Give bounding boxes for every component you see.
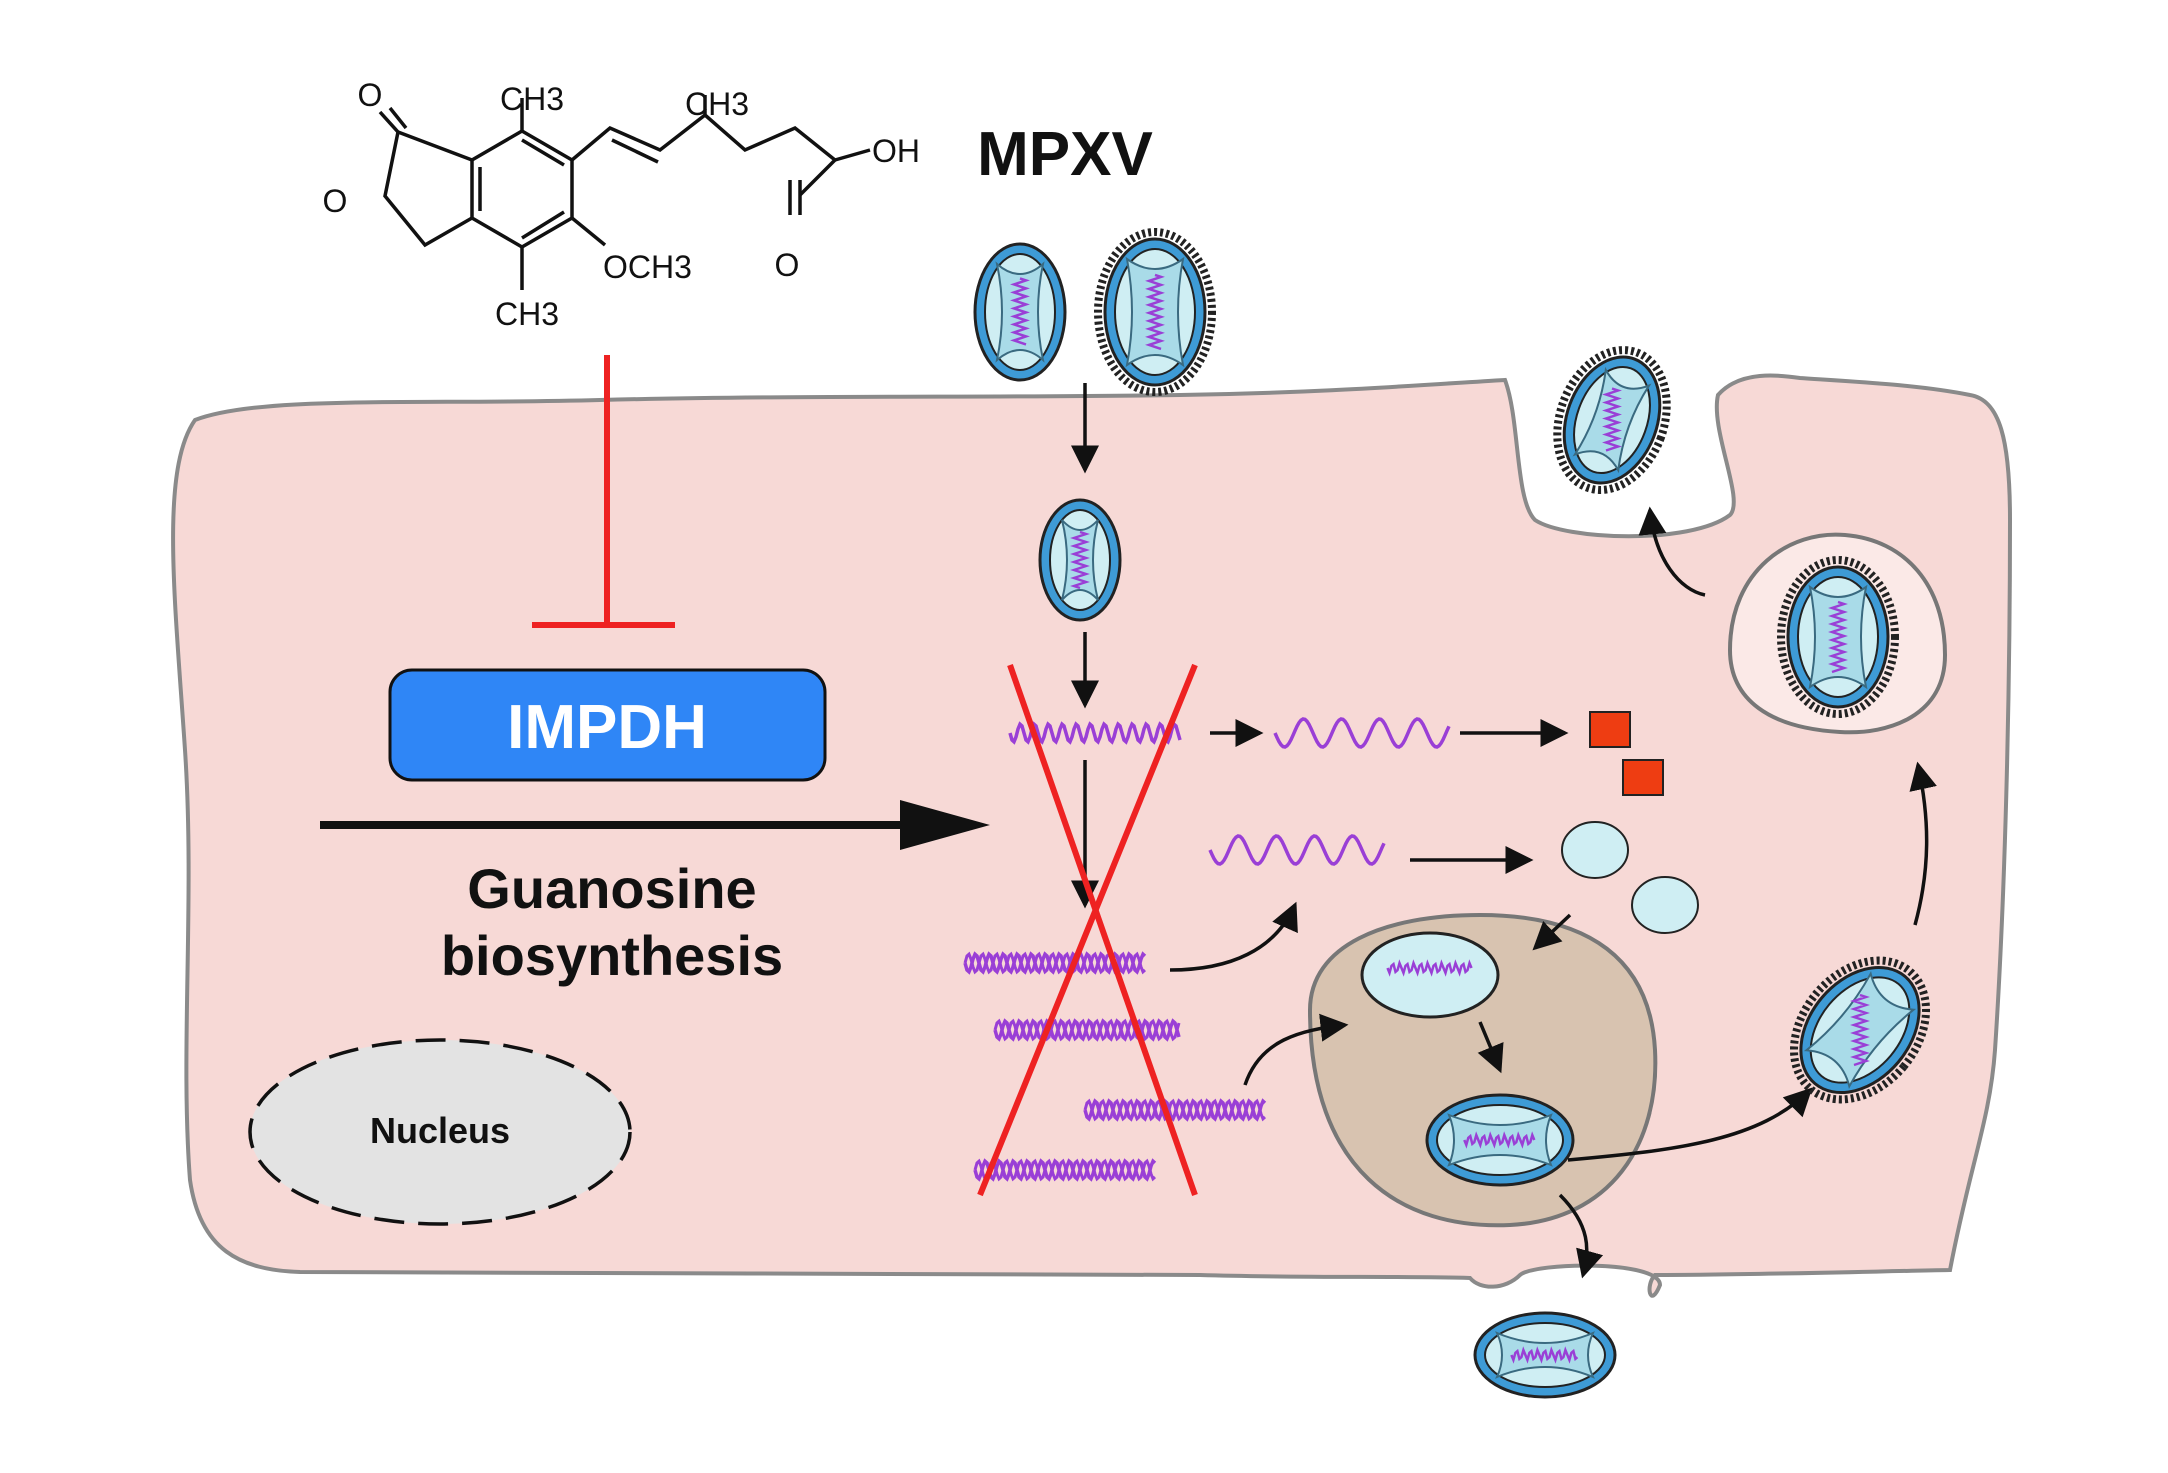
viral-genome-rna xyxy=(1008,721,1182,745)
pathway-arrow-head xyxy=(900,800,990,850)
chem-label-ch3-bottom: CH3 xyxy=(495,296,559,332)
replicated-genome-3 xyxy=(1083,1098,1267,1122)
nucleus xyxy=(248,1038,632,1226)
incoming-virion-2-genome xyxy=(1145,273,1165,351)
egress-arrow-1 xyxy=(1567,1087,1813,1162)
impdh-box xyxy=(388,668,827,782)
mrna-1 xyxy=(1273,717,1451,749)
released-virion-genome xyxy=(1510,1346,1579,1364)
protein-circle-1 xyxy=(1561,821,1629,879)
vesicle-virion-genome xyxy=(1828,600,1848,674)
vesicle-virion-spikes xyxy=(1777,556,1899,718)
incoming-virion-2-spikes xyxy=(1094,228,1216,396)
replicated-genome-2-strand2 xyxy=(993,1018,1181,1042)
maturation-arrow xyxy=(1477,1021,1504,1074)
nucleus-label: Nucleus xyxy=(370,1110,510,1151)
exiting-virion-genome xyxy=(1602,387,1622,452)
chem-label-carbonyl-o: O xyxy=(358,77,383,113)
protein-square-1 xyxy=(1589,711,1631,748)
egress-arrow-2 xyxy=(1558,1193,1604,1279)
released-virion-core xyxy=(1495,1331,1595,1379)
mature-virion-genome xyxy=(1463,1131,1536,1149)
chem-label-ch3-top: CH3 xyxy=(500,81,564,117)
replicated-genome-3-strand2 xyxy=(1083,1098,1267,1122)
wrapping-arrow xyxy=(1909,761,1937,926)
factory-arrow-1 xyxy=(1169,901,1298,972)
title: MPXV xyxy=(977,120,1153,189)
chem-label-ch3-chain: CH3 xyxy=(685,86,749,122)
factory-arrow-2 xyxy=(1243,1013,1349,1086)
impdh-label: IMPDH xyxy=(507,693,707,762)
replicated-genome-1 xyxy=(963,951,1147,975)
wrapped-virion-genome xyxy=(1850,993,1870,1067)
exocytosis-arrow xyxy=(1638,506,1706,597)
incoming-virion-1-core xyxy=(995,261,1045,363)
protein-square-2 xyxy=(1622,759,1664,796)
replicated-genome-4 xyxy=(973,1158,1157,1182)
pathway-label-line1: Guanosine xyxy=(467,857,756,920)
chem-label-oh: OH xyxy=(872,133,920,169)
immature-virion xyxy=(1360,931,1500,1019)
chem-label-acid-o: O xyxy=(775,247,800,283)
internalized-virion-genome xyxy=(1070,530,1090,590)
blocked-replication-cross xyxy=(977,663,1198,1197)
wrapped-virion-spikes xyxy=(1789,956,1931,1104)
incoming-virion-1-genome xyxy=(1010,277,1030,346)
chem-label-och3: OCH3 xyxy=(603,249,692,285)
dynamic-content xyxy=(963,228,1948,1399)
chem-label-ring-o: O xyxy=(323,183,348,219)
pathway-label-line2: biosynthesis xyxy=(441,924,783,987)
mrna-2 xyxy=(1208,834,1386,866)
inhibition-marker xyxy=(532,355,675,628)
replicated-genome-4-strand2 xyxy=(973,1158,1157,1182)
protein-circle-2 xyxy=(1631,876,1699,934)
mycophenolic-acid-structure xyxy=(378,95,871,290)
exiting-virion-spikes xyxy=(1553,346,1671,494)
factory-arrow-3 xyxy=(1532,913,1572,951)
immature-virion-genome xyxy=(1386,959,1473,977)
